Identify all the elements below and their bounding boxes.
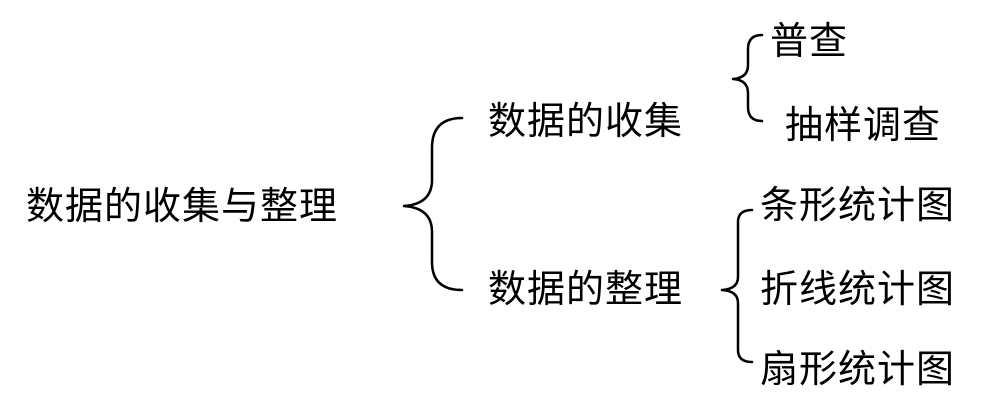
root-node: 数据的收集与整理	[26, 184, 339, 228]
leaf-node-census: 普查	[770, 19, 849, 63]
leaf-node-line-chart: 折线统计图	[760, 267, 956, 311]
branch-node-collect: 数据的收集	[488, 99, 684, 143]
branch-node-organize: 数据的整理	[488, 267, 684, 311]
leaf-node-pie-chart: 扇形统计图	[760, 347, 956, 391]
root-brace	[402, 116, 464, 292]
collect-brace	[731, 33, 764, 123]
leaf-node-sample-survey: 抽样调查	[785, 103, 942, 147]
leaf-node-bar-chart: 条形统计图	[760, 183, 956, 227]
organize-brace	[720, 208, 754, 364]
